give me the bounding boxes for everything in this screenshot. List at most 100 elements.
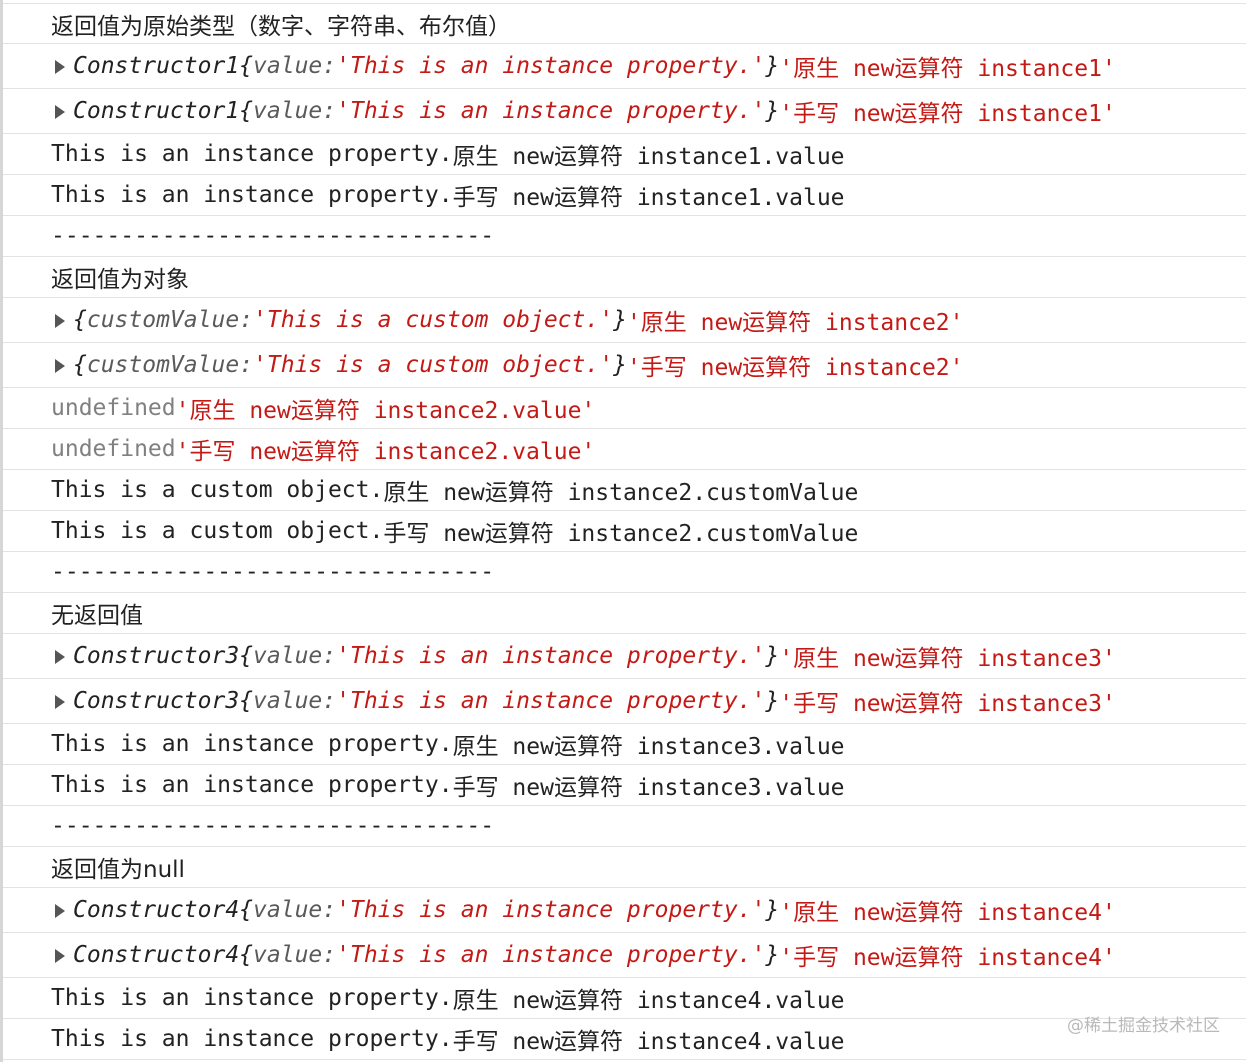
log-label: 原生 new运算符 instance3.value — [452, 734, 845, 760]
log-row-text: This is a custom object. 原生 new运算符 insta… — [3, 470, 1246, 511]
log-label-string: '手写 new运算符 instance1' — [779, 101, 1116, 127]
log-row-object[interactable]: {customValue: 'This is a custom object.'… — [3, 298, 1246, 343]
expand-triangle-icon[interactable] — [55, 105, 65, 119]
object-brace-close: } — [765, 53, 780, 79]
log-row-text: This is an instance property. 原生 new运算符 … — [3, 134, 1246, 175]
object-brace-close: } — [765, 897, 780, 923]
log-row-object[interactable]: Constructor1 {value: 'This is an instanc… — [3, 44, 1246, 89]
object-brace-open: { — [239, 688, 254, 714]
object-brace-open: { — [239, 53, 254, 79]
object-brace-close: } — [613, 352, 627, 378]
log-label-string: '原生 new运算符 instance4' — [779, 900, 1116, 926]
object-property-key: value — [253, 942, 323, 968]
object-brace-close: } — [765, 643, 780, 669]
log-label-string: '原生 new运算符 instance1' — [779, 56, 1116, 82]
log-label: 手写 new运算符 instance2.customValue — [383, 521, 859, 547]
log-row-object[interactable]: Constructor3 {value: 'This is an instanc… — [3, 679, 1246, 724]
separator-line: -------------------------------- — [51, 813, 495, 839]
object-property-value: 'This is an instance property.' — [336, 643, 766, 669]
log-label: 原生 new运算符 instance4.value — [452, 988, 845, 1014]
log-row-separator: -------------------------------- — [3, 806, 1246, 847]
expand-triangle-icon[interactable] — [55, 60, 65, 74]
object-colon: : — [322, 643, 337, 669]
expand-triangle-icon[interactable] — [55, 359, 65, 373]
log-label-string: '手写 new运算符 instance3' — [779, 691, 1116, 717]
expand-triangle-icon[interactable] — [55, 949, 65, 963]
object-brace-close: } — [765, 98, 780, 124]
log-value: This is an instance property. — [51, 772, 453, 798]
log-row-text: This is an instance property. 原生 new运算符 … — [3, 978, 1246, 1019]
log-row-heading: 返回值为null — [3, 847, 1246, 888]
object-property-value: 'This is an instance property.' — [336, 688, 766, 714]
separator-line: -------------------------------- — [51, 559, 495, 585]
object-property-key: value — [253, 688, 323, 714]
log-label: '手写 new运算符 instance2.value' — [175, 439, 596, 465]
log-row-heading: 返回值为对象 — [3, 257, 1246, 298]
object-property-key: value — [253, 897, 323, 923]
log-value: This is an instance property. — [51, 731, 453, 757]
object-constructor-name: Constructor1 — [73, 98, 240, 124]
log-row-object[interactable]: Constructor1 {value: 'This is an instanc… — [3, 89, 1246, 134]
log-row-object[interactable]: Constructor3 {value: 'This is an instanc… — [3, 634, 1246, 679]
log-row-text: This is an instance property. 手写 new运算符 … — [3, 175, 1246, 216]
log-label: 手写 new运算符 instance3.value — [452, 775, 845, 801]
log-row-text: This is an instance property. 手写 new运算符 … — [3, 1019, 1246, 1060]
object-colon: : — [322, 53, 337, 79]
object-property-key: customValue — [86, 352, 240, 378]
object-property-key: value — [253, 643, 323, 669]
log-row-separator: -------------------------------- — [3, 552, 1246, 593]
log-label: 原生 new运算符 instance1.value — [452, 144, 845, 170]
object-brace-close: } — [765, 688, 780, 714]
object-property-value: 'This is a custom object.' — [253, 307, 614, 333]
watermark: @稀土掘金技术社区 — [1067, 1016, 1220, 1036]
expand-triangle-icon[interactable] — [55, 904, 65, 918]
section-heading: 返回值为原始类型（数字、字符串、布尔值） — [51, 13, 511, 40]
object-colon: : — [322, 942, 337, 968]
log-label-string: '原生 new运算符 instance2' — [626, 310, 964, 336]
log-row-text: This is an instance property. 手写 new运算符 … — [3, 765, 1246, 806]
log-label-string: '原生 new运算符 instance3' — [779, 646, 1116, 672]
object-constructor-name: Constructor3 — [73, 643, 240, 669]
object-brace-open: { — [239, 98, 254, 124]
log-row-separator: -------------------------------- — [3, 216, 1246, 257]
object-property-value: 'This is an instance property.' — [336, 53, 766, 79]
section-heading: 返回值为对象 — [51, 267, 189, 293]
expand-triangle-icon[interactable] — [55, 650, 65, 664]
log-label-string: '手写 new运算符 instance4' — [779, 945, 1116, 971]
separator-line: -------------------------------- — [51, 223, 495, 249]
log-value: This is an instance property. — [51, 985, 453, 1011]
object-colon: : — [322, 897, 337, 923]
log-label: 手写 new运算符 instance1.value — [452, 185, 845, 211]
object-property-key: value — [253, 98, 323, 124]
object-constructor-name: Constructor1 — [73, 53, 240, 79]
section-heading: 无返回值 — [51, 603, 143, 629]
object-brace-open: { — [73, 352, 87, 378]
expand-triangle-icon[interactable] — [55, 314, 65, 328]
log-value: This is an instance property. — [51, 1026, 453, 1052]
log-value: This is a custom object. — [51, 477, 384, 503]
log-label: 原生 new运算符 instance2.customValue — [383, 480, 859, 506]
log-row-object[interactable]: {customValue: 'This is a custom object.'… — [3, 343, 1246, 388]
object-property-value: 'This is an instance property.' — [336, 98, 766, 124]
object-property-key: value — [253, 53, 323, 79]
log-label-string: '手写 new运算符 instance2' — [626, 355, 964, 381]
object-brace-close: } — [765, 942, 780, 968]
log-label: '原生 new运算符 instance2.value' — [175, 398, 596, 424]
object-colon: : — [322, 98, 337, 124]
object-property-value: 'This is an instance property.' — [336, 942, 766, 968]
log-value: This is an instance property. — [51, 141, 453, 167]
log-row-text: undefined '原生 new运算符 instance2.value' — [3, 388, 1246, 429]
log-row-text: This is an instance property. 原生 new运算符 … — [3, 724, 1246, 765]
object-colon: : — [239, 307, 254, 333]
log-value: This is an instance property. — [51, 182, 453, 208]
object-constructor-name: Constructor4 — [73, 942, 240, 968]
log-row-object[interactable]: Constructor4 {value: 'This is an instanc… — [3, 888, 1246, 933]
log-row-object[interactable]: Constructor4 {value: 'This is an instanc… — [3, 933, 1246, 978]
log-row-heading: 无返回值 — [3, 593, 1246, 634]
expand-triangle-icon[interactable] — [55, 695, 65, 709]
object-brace-open: { — [73, 307, 87, 333]
log-row-text: undefined '手写 new运算符 instance2.value' — [3, 429, 1246, 470]
log-row-heading: 返回值为原始类型（数字、字符串、布尔值） — [3, 3, 1246, 44]
log-label: 手写 new运算符 instance4.value — [452, 1029, 845, 1055]
